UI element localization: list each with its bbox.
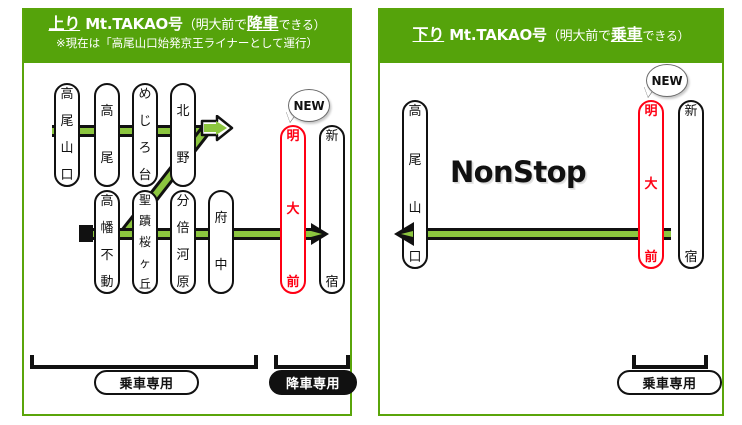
station-char: 北 (176, 104, 190, 119)
station-box-shinjuku[interactable]: 新 宿 (678, 100, 704, 269)
new-badge-down: NEW (646, 64, 688, 97)
station-box[interactable]: 府 中 (208, 190, 234, 294)
tag-boarding-only-up[interactable]: 乗車専用 (94, 370, 199, 395)
arrow-green-core (311, 231, 322, 237)
station-char: 中 (214, 258, 228, 273)
station-char: 丘 (138, 277, 151, 291)
station-char: 尾 (100, 151, 114, 166)
station-char: じ (138, 114, 152, 129)
station-box-shinjuku[interactable]: 新 宿 (319, 125, 345, 294)
station-char: 口 (60, 168, 74, 183)
station-char: ろ (138, 141, 152, 156)
track-nonstop-down (414, 228, 671, 240)
panel-downtrain-header: 下り Mt.TAKAO号（明大前で乗車できる） (380, 10, 722, 63)
train-name-down: Mt.TAKAO号 (449, 26, 547, 44)
new-badge-label: NEW (651, 73, 683, 88)
track-green-fill (52, 128, 207, 134)
station-char: 分 (176, 194, 190, 209)
station-char: 高 (100, 104, 114, 119)
direction-label-up: 上り (48, 14, 81, 33)
station-char: 聖 (138, 193, 151, 207)
station-char: 前 (644, 250, 658, 265)
track-green-fill (414, 231, 671, 237)
bracket-boarding-only-up (30, 355, 258, 369)
panel-uptrain-title: 上り Mt.TAKAO号（明大前で降車できる） (24, 14, 350, 36)
tag-alighting-only-up[interactable]: 降車専用 (269, 370, 357, 395)
station-char: 明 (286, 129, 300, 144)
station-box-meidaimae[interactable]: 明 大 前 (280, 125, 306, 294)
station-char: 高 (408, 104, 422, 119)
panel-downtrain: 下り Mt.TAKAO号（明大前で乗車できる） NonStop 高 尾 山 口 (378, 8, 724, 416)
arrow-head-nonstop-down (394, 222, 414, 246)
station-char: 明 (644, 104, 658, 119)
station-char: 台 (138, 168, 152, 183)
station-char: ヶ (138, 256, 151, 270)
track-green-fill (87, 231, 319, 237)
station-char: 原 (176, 275, 190, 290)
station-char: 新 (325, 129, 339, 144)
station-box[interactable]: 北 野 (170, 83, 196, 187)
arrow-head-row2-up (311, 223, 329, 245)
station-box[interactable]: 高 尾 山 口 (54, 83, 80, 187)
tag-label: 降車専用 (285, 377, 340, 392)
note-open-down: （明大前で (546, 29, 611, 44)
station-char: 新 (684, 104, 698, 119)
note-close-up: できる） (278, 18, 326, 32)
note-key-up: 降車 (246, 14, 279, 33)
panel-downtrain-title: 下り Mt.TAKAO号（明大前で乗車できる） (413, 25, 690, 47)
station-char: 蹟 (138, 214, 151, 228)
note-open-up: （明大前で (182, 18, 247, 33)
station-char: 府 (214, 211, 228, 226)
new-badge-label: NEW (293, 98, 325, 113)
station-char: 高 (60, 87, 74, 102)
station-char: 前 (286, 275, 300, 290)
new-badge-tail (644, 86, 656, 97)
new-badge-up: NEW (288, 89, 330, 122)
station-char: 口 (408, 249, 422, 265)
track-row1-up (52, 125, 207, 137)
station-char: 大 (644, 177, 658, 192)
station-char: 桜 (138, 235, 151, 249)
arrow-green-core (401, 231, 413, 237)
station-char: 山 (60, 141, 74, 156)
station-char: 尾 (60, 114, 74, 129)
nonstop-label: NonStop (450, 155, 587, 189)
station-box[interactable]: 聖 蹟 桜 ヶ 丘 (132, 190, 158, 294)
panel-uptrain-subtitle: ※現在は「高尾山口始発京王ライナーとして運行） (55, 36, 319, 50)
arrow-head-row1-up (200, 115, 234, 142)
station-char: 河 (176, 248, 190, 263)
station-box[interactable]: 高 幡 不 動 (94, 190, 120, 294)
station-box[interactable]: 分 倍 河 原 (170, 190, 196, 294)
station-char: 高 (100, 194, 114, 209)
tag-boarding-only-down[interactable]: 乗車専用 (617, 370, 722, 395)
station-char: 倍 (176, 221, 190, 236)
station-char: 不 (100, 248, 114, 263)
note-key-down: 乗車 (610, 25, 643, 44)
new-badge-tail (286, 111, 298, 122)
station-box[interactable]: め じ ろ 台 (132, 83, 158, 187)
tag-label: 乗車専用 (642, 377, 697, 392)
station-box-meidaimae[interactable]: 明 大 前 (638, 100, 664, 269)
station-box[interactable]: 高 尾 (94, 83, 120, 187)
station-char: 動 (100, 275, 114, 290)
station-char: 野 (176, 151, 190, 166)
tag-label: 乗車専用 (119, 377, 174, 392)
station-char: 尾 (408, 152, 422, 168)
track-terminus-block-up (79, 225, 93, 242)
panel-downtrain-body: NonStop 高 尾 山 口 明 大 前 新 宿 NEW (380, 63, 722, 416)
station-char: 山 (408, 201, 422, 217)
bracket-alighting-only-up (274, 355, 350, 369)
note-close-down: できる） (642, 29, 690, 43)
panel-uptrain-body: 高 尾 山 口 高 尾 め じ ろ 台 北 野 (24, 63, 357, 416)
direction-label-down: 下り (412, 25, 445, 44)
station-char: 大 (286, 202, 300, 217)
station-char: 宿 (684, 250, 698, 265)
panel-uptrain-header: 上り Mt.TAKAO号（明大前で降車できる） ※現在は「高尾山口始発京王ライナ… (24, 10, 350, 63)
station-char: 宿 (325, 275, 339, 290)
panel-uptrain: 上り Mt.TAKAO号（明大前で降車できる） ※現在は「高尾山口始発京王ライナ… (22, 8, 357, 416)
bracket-boarding-only-down (632, 355, 708, 369)
station-char: め (138, 87, 152, 102)
station-char: 幡 (100, 221, 114, 236)
train-name-up: Mt.TAKAO号 (85, 15, 183, 33)
